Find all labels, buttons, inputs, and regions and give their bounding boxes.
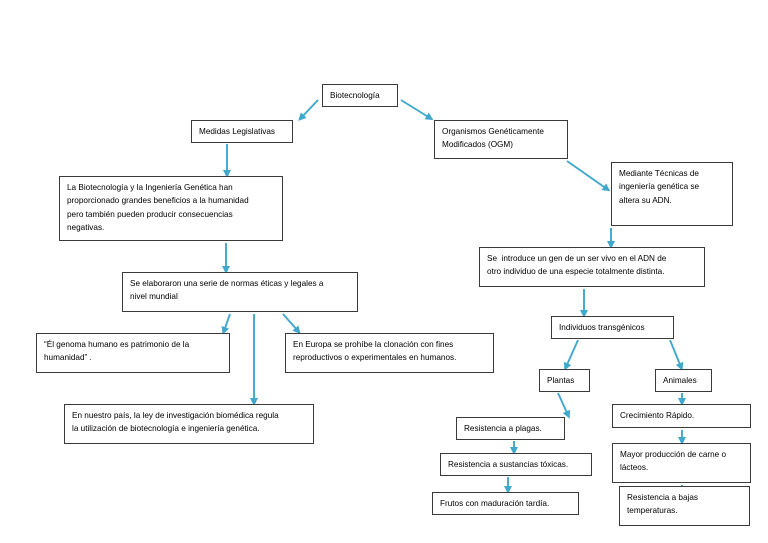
connector-individuos-to-animales (669, 339, 684, 371)
node-label: Organismos Genéticamente Modificados (OG… (442, 127, 544, 150)
node-resistencia-bajas-temperaturas[interactable]: Resistencia a bajas temperaturas. (619, 486, 750, 526)
node-mayor-produccion-carne[interactable]: Mayor producción de carne o lácteos. (612, 443, 751, 483)
node-se-introduce-un-gen[interactable]: Se introduce un gen de un ser vivo en el… (479, 247, 705, 287)
node-label: Resistencia a plagas. (464, 424, 542, 433)
node-label: Biotecnología (330, 91, 380, 100)
node-crecimiento-rapido[interactable]: Crecimiento Rápido. (612, 404, 751, 428)
node-animales[interactable]: Animales (655, 369, 712, 393)
node-label: Se elaboraron una serie de normas éticas… (130, 279, 324, 302)
node-resistencia-a-plagas[interactable]: Resistencia a plagas. (456, 417, 565, 441)
node-organismos-geneticamente-modificados[interactable]: Organismos Genéticamente Modificados (OG… (434, 120, 568, 159)
connector-normas-to-europa (282, 313, 301, 334)
node-ley-investigacion-biomedica[interactable]: En nuestro país, la ley de investigación… (64, 404, 314, 444)
connector-individuos-to-plantas (563, 339, 579, 371)
node-medidas-legislativas[interactable]: Medidas Legislativas (191, 120, 293, 144)
connector-normas-to-genoma (221, 313, 231, 335)
node-resistencia-sustancias-toxicas[interactable]: Resistencia a sustancias tóxicas. (440, 453, 592, 477)
node-label: Plantas (547, 376, 575, 385)
node-label: “Él genoma humano es patrimonio de la hu… (44, 340, 190, 363)
node-europa-clonacion[interactable]: En Europa se prohíbe la clonación con fi… (285, 333, 494, 373)
connector-biotecnologia-to-medidas (298, 99, 319, 121)
node-plantas[interactable]: Plantas (539, 369, 590, 393)
node-label: Mayor producción de carne o lácteos. (620, 450, 727, 473)
node-label: En Europa se prohíbe la clonación con fi… (293, 340, 457, 363)
node-label: Frutos con maduración tardía. (440, 499, 550, 508)
node-biotecnologia-ingenieria-beneficios[interactable]: La Biotecnología y la Ingeniería Genétic… (59, 176, 283, 241)
node-individuos-transgenicos[interactable]: Individuos transgénicos (551, 316, 674, 340)
connector-ogm-to-tecnicas (566, 160, 611, 192)
node-label: Se introduce un gen de un ser vivo en el… (487, 254, 667, 277)
connector-plantas-to-resistencia-plagas (557, 392, 570, 419)
node-label: La Biotecnología y la Ingeniería Genétic… (67, 183, 249, 232)
node-mediante-tecnicas[interactable]: Mediante Técnicas de ingeniería genética… (611, 162, 733, 226)
node-biotecnologia[interactable]: Biotecnología (322, 84, 398, 108)
node-label: En nuestro país, la ley de investigación… (72, 411, 279, 434)
node-normas-eticas-legales[interactable]: Se elaboraron una serie de normas éticas… (122, 272, 358, 312)
node-label: Resistencia a sustancias tóxicas. (448, 460, 569, 469)
node-label: Crecimiento Rápido. (620, 411, 695, 421)
node-genoma-humano-patrimonio[interactable]: “Él genoma humano es patrimonio de la hu… (36, 333, 230, 373)
node-label: Medidas Legislativas (199, 127, 276, 136)
node-label: Resistencia a bajas temperaturas. (627, 493, 698, 516)
connector-biotecnologia-to-ogm (400, 99, 434, 121)
node-frutos-maduracion-tardia[interactable]: Frutos con maduración tardía. (432, 492, 579, 516)
node-label: Individuos transgénicos (559, 323, 645, 332)
node-label: Mediante Técnicas de ingeniería genética… (619, 169, 700, 205)
node-label: Animales (663, 376, 697, 385)
